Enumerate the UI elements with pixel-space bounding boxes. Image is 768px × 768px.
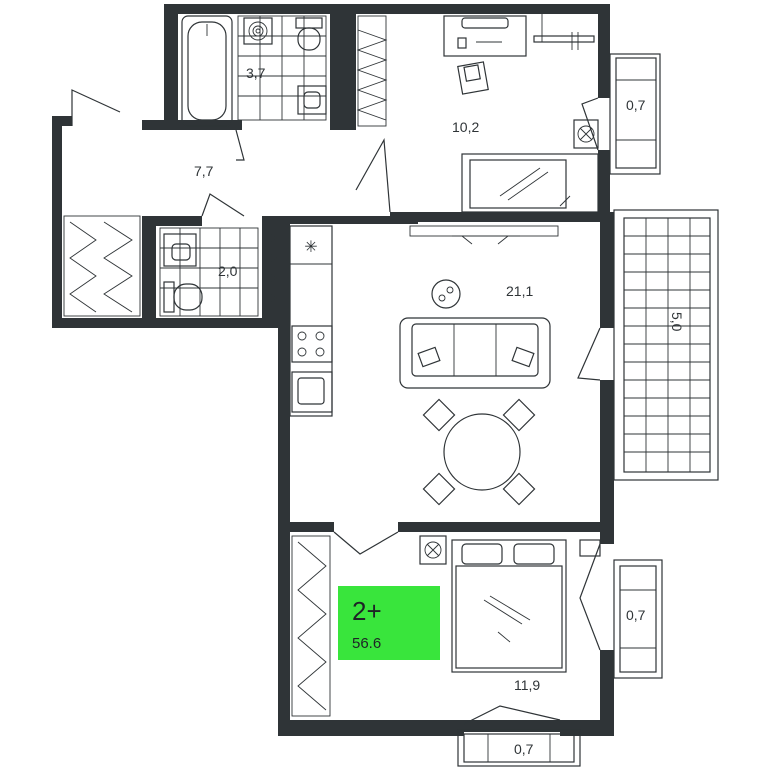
room-label-bathroom: 3,7 <box>246 65 266 81</box>
windows <box>409 225 559 245</box>
room-label-bedroom-bottom: 11,9 <box>514 677 540 693</box>
walls <box>52 4 614 736</box>
room-label-balcony-top: 0,7 <box>626 97 646 113</box>
room-label-bedroom-top: 10,2 <box>452 119 479 135</box>
room-label-hallway: 7,7 <box>194 163 214 179</box>
balconies <box>457 53 719 767</box>
badge-total-area: 56.6 <box>352 635 381 652</box>
room-label-toilet: 2,0 <box>218 263 238 279</box>
badge-background <box>338 586 440 660</box>
room-label-living: 21,1 <box>506 283 533 299</box>
room-labels: 3,7 10,2 0,7 7,7 2,0 21,1 5,0 0,7 11,9 0… <box>194 65 685 757</box>
room-label-balcony-bottom: 0,7 <box>514 741 534 757</box>
apartment-badge: 2+ 56.6 <box>338 586 440 660</box>
svg-text:✳: ✳ <box>304 237 317 256</box>
room-label-balcony-right: 0,7 <box>626 607 646 623</box>
doors <box>71 89 601 725</box>
room-label-loggia: 5,0 <box>669 312 685 332</box>
furniture: ✳ <box>63 14 601 717</box>
badge-room-count: 2+ <box>352 596 382 626</box>
